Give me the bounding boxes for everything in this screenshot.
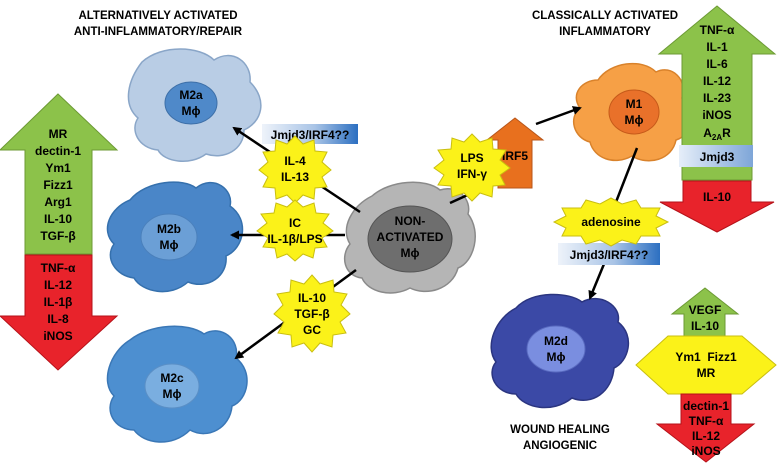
m2c-label-line1: M2c xyxy=(160,371,184,385)
m2a-stimulus-line1: IL-4 xyxy=(284,154,306,168)
m2c-stimulus-line3: GC xyxy=(303,323,321,337)
right-up-item: IL-1 xyxy=(706,40,728,54)
a2ar-subscript: 2A xyxy=(712,133,722,142)
m1-label-line2: Mϕ xyxy=(625,113,644,127)
left-down-item: IL-12 xyxy=(44,278,72,292)
classic-header-line1: CLASSICALLY ACTIVATED xyxy=(532,10,678,22)
classic-header-line2: INFLAMMATORY xyxy=(559,26,651,38)
m2d-nucleus xyxy=(526,325,586,373)
nonactivated-label-line3: Mϕ xyxy=(401,246,420,260)
m2d-down-arrow xyxy=(655,393,756,463)
left-up-item: Arg1 xyxy=(44,195,72,209)
m2d-down-item: TNF-α xyxy=(689,414,724,428)
left-up-item: Fizz1 xyxy=(43,178,73,192)
m2b-stimulus-burst xyxy=(256,199,334,262)
wound-header-line2: ANGIOGENIC xyxy=(523,440,597,452)
m2d-regulator-label: Jmjd3/IRF4?? xyxy=(570,248,649,262)
m2d-mid-item: MR xyxy=(697,366,716,380)
wound-header-line1: WOUND HEALING xyxy=(510,424,610,436)
a2ar-label: A2AR xyxy=(703,126,731,142)
m1-nucleus xyxy=(608,89,660,135)
m2a-nucleus xyxy=(164,81,218,125)
left-down-item: IL-1β xyxy=(44,295,73,309)
m2d-down-item: iNOS xyxy=(691,444,720,458)
m2b-nucleus xyxy=(140,213,198,261)
m2d-down-item: dectin-1 xyxy=(683,399,729,413)
m2a-stimulus-line2: IL-13 xyxy=(281,170,309,184)
m2a-regulator-label: Jmjd3/IRF4?? xyxy=(271,128,350,142)
nonactivated-label-line1: NON- xyxy=(395,214,426,228)
nonactivated-nucleus xyxy=(367,205,453,273)
arrow-to-m1 xyxy=(535,106,582,126)
m2d-stimulus-label: adenosine xyxy=(581,215,641,229)
right-up-item: TNF-α xyxy=(700,23,735,37)
left-up-item: dectin-1 xyxy=(35,144,81,158)
m2c-stimulus-burst xyxy=(273,274,351,353)
right-up-item: iNOS xyxy=(702,108,731,122)
m2a-label-line1: M2a xyxy=(179,88,203,102)
m2a-label-line2: Mϕ xyxy=(182,104,201,118)
alt-header-line2: ANTI-INFLAMMATORY/REPAIR xyxy=(74,26,243,38)
m2c-stimulus-line1: IL-10 xyxy=(298,291,326,305)
left-down-arrow xyxy=(0,254,119,371)
right-up-arrow xyxy=(657,5,777,181)
m2b-stimulus-line1: IC xyxy=(289,216,301,230)
m1-stimulus-burst xyxy=(433,133,511,202)
m2a-regulator-box xyxy=(262,124,358,144)
m2d-up-item: IL-10 xyxy=(691,319,719,333)
m2d-mid-item: Ym1 Fizz1 xyxy=(675,350,737,364)
m2b-label-line2: Mϕ xyxy=(160,238,179,252)
m2d-stimulus-burst xyxy=(552,197,670,247)
arrow-to-m2d xyxy=(588,263,606,300)
m2b-label-line1: M2b xyxy=(157,222,181,236)
right-down-item: IL-10 xyxy=(703,190,731,204)
left-down-item: TNF-α xyxy=(41,261,76,275)
left-up-item: IL-10 xyxy=(44,212,72,226)
m2c-nucleus xyxy=(144,363,200,409)
m2d-label-line2: Mϕ xyxy=(547,350,566,364)
left-up-item: Ym1 xyxy=(45,161,71,175)
m2d-regulator-box xyxy=(558,243,660,265)
m1-stimulus-line2: IFN-γ xyxy=(457,167,487,181)
right-up-item: IL-23 xyxy=(703,91,731,105)
left-down-item: iNOS xyxy=(43,329,72,343)
line-m1-to-adenosine xyxy=(614,147,639,203)
left-up-item: MR xyxy=(49,127,68,141)
m1-label-line1: M1 xyxy=(626,97,643,111)
irf5-label: IRF5 xyxy=(502,149,528,163)
jmjd3-box xyxy=(679,145,753,167)
m2d-mid-double-arrow xyxy=(635,335,777,395)
left-up-item: TGF-β xyxy=(40,229,75,243)
a2ar-tail: R xyxy=(722,126,731,140)
alt-header-line1: ALTERNATIVELY ACTIVATED xyxy=(78,10,237,22)
m1-stimulus-line1: LPS xyxy=(460,151,483,165)
left-down-item: IL-8 xyxy=(47,312,69,326)
left-up-arrow xyxy=(0,93,119,255)
m2d-label-line1: M2d xyxy=(544,334,568,348)
right-up-item: IL-6 xyxy=(706,57,728,71)
m2c-label-line2: Mϕ xyxy=(163,387,182,401)
a2ar-main: A xyxy=(703,126,712,140)
m2c-stimulus-line2: TGF-β xyxy=(294,307,329,321)
right-up-item: IL-12 xyxy=(703,74,731,88)
right-down-arrow xyxy=(659,180,775,233)
jmjd3-label: Jmjd3 xyxy=(700,150,735,164)
m2d-down-item: IL-12 xyxy=(692,429,720,443)
nonactivated-label-line2: ACTIVATED xyxy=(377,230,444,244)
m2d-up-item: VEGF xyxy=(689,303,722,317)
m2b-stimulus-line2: IL-1β/LPS xyxy=(267,232,322,246)
